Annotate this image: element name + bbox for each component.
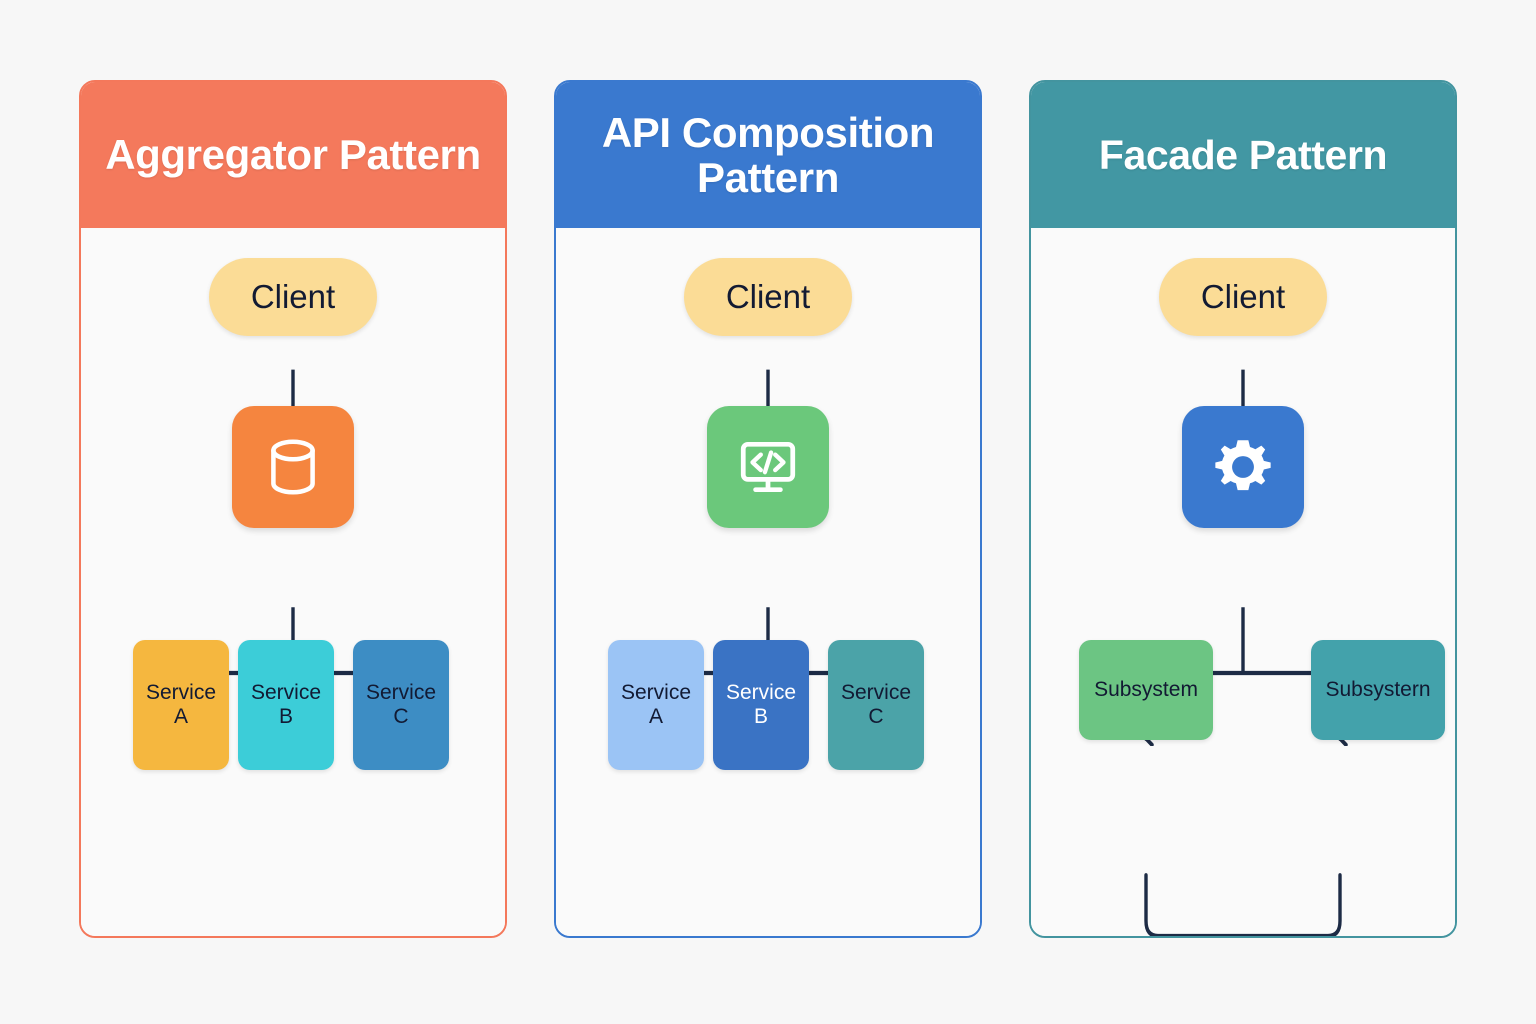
database-icon — [271, 439, 315, 495]
card-title: API Composition Pattern — [601, 108, 935, 201]
service-label-top: Service — [145, 681, 217, 705]
service-label-top: Service — [725, 681, 797, 705]
card-header-facade: Facade Pattern — [1031, 82, 1455, 228]
card-header-aggregator: Aggregator Pattern — [81, 82, 505, 228]
subsystem-label: Subsystern — [1325, 678, 1431, 702]
pattern-card-api-composition: API Composition Pattern Client — [554, 80, 982, 938]
service-label-top: Service — [840, 681, 912, 705]
client-node[interactable]: Client — [1159, 258, 1327, 336]
service-label-top: Service — [365, 681, 437, 705]
card-title: Aggregator Pattern — [105, 131, 481, 179]
pattern-card-aggregator: Aggregator Pattern — [79, 80, 507, 938]
service-label-top: Service — [620, 681, 692, 705]
client-node[interactable]: Client — [684, 258, 852, 336]
service-label-bottom: A — [648, 705, 663, 728]
subsystem-node[interactable]: Subsystern — [1311, 640, 1445, 740]
client-node[interactable]: Client — [209, 258, 377, 336]
aggregator-hub-node[interactable] — [232, 406, 354, 528]
code-monitor-icon — [740, 441, 796, 493]
pattern-card-facade: Facade Pattern Client — [1029, 80, 1457, 938]
client-label: Client — [250, 277, 336, 315]
gear-icon — [1215, 440, 1271, 491]
api-composer-hub-node[interactable] — [707, 406, 829, 528]
service-label-bottom: A — [173, 705, 188, 728]
service-label-bottom: B — [278, 705, 293, 728]
subsystem-label: Subsystem — [1094, 678, 1198, 702]
client-label: Client — [725, 277, 811, 315]
card-header-api-composition: API Composition Pattern — [556, 82, 980, 228]
service-label-bottom: C — [868, 705, 884, 728]
subsystem-node[interactable]: Subsystem — [1079, 640, 1213, 740]
card-body-facade: Client Subsystem Subsystern — [1031, 228, 1455, 936]
facade-hub-node[interactable] — [1182, 406, 1304, 528]
service-label-bottom: B — [753, 705, 768, 728]
service-label-bottom: C — [393, 705, 409, 728]
client-label: Client — [1200, 277, 1286, 315]
card-title: Facade Pattern — [1098, 131, 1388, 178]
service-label-top: Service — [250, 681, 322, 705]
